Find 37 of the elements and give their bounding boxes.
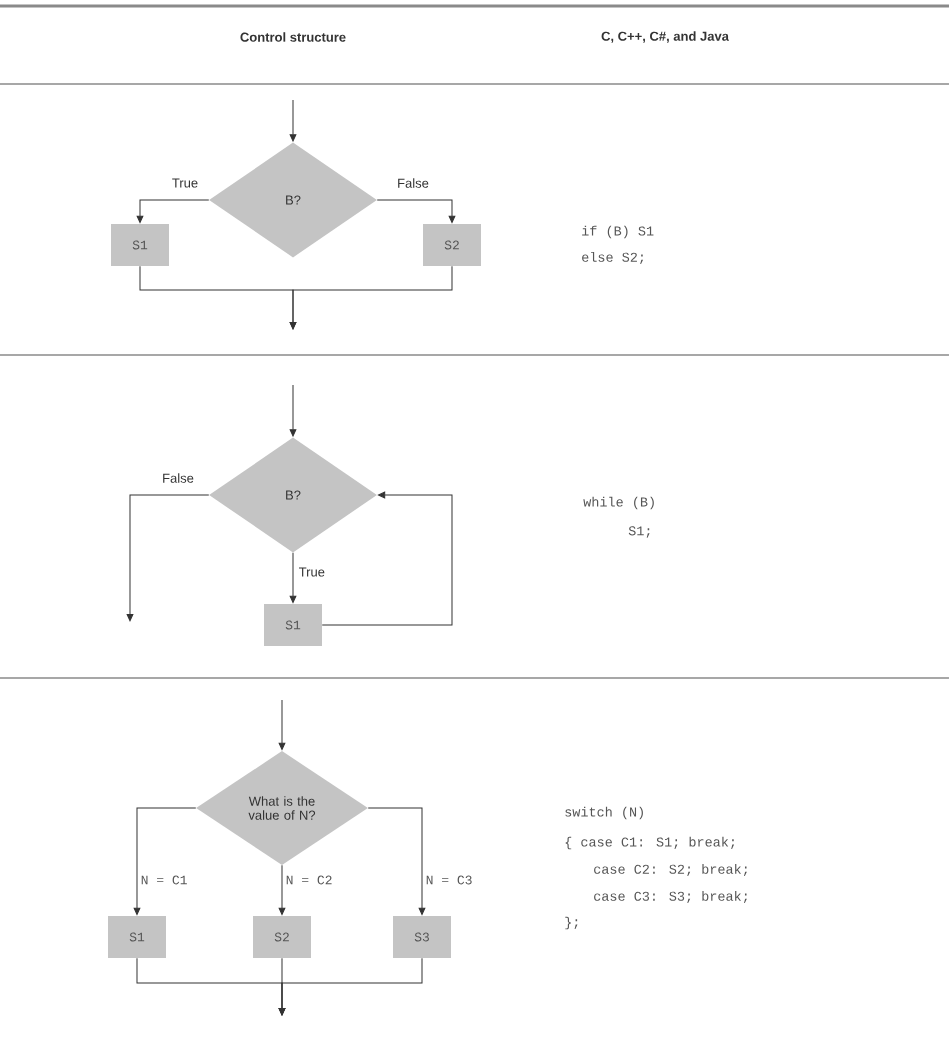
arrow bbox=[289, 552, 297, 604]
arrow bbox=[278, 699, 286, 751]
code-line: }; bbox=[565, 916, 578, 930]
arrow bbox=[136, 199, 210, 224]
process-box: S1 bbox=[264, 604, 322, 646]
edge-label: N = C3 bbox=[424, 874, 474, 886]
arrow bbox=[376, 199, 456, 224]
column-heading: Control structure bbox=[240, 32, 346, 42]
code-line: case C3: S3; break; bbox=[594, 890, 747, 904]
column-heading: C, C++, C#, and Java bbox=[601, 31, 729, 43]
code-line: else S2; bbox=[582, 251, 644, 265]
arrow bbox=[133, 807, 197, 916]
code-line: if (B) S1 bbox=[582, 225, 654, 239]
process-box: S1 bbox=[111, 224, 169, 266]
code-line: while (B) bbox=[583, 496, 654, 510]
process-box: S1 bbox=[108, 916, 166, 958]
process-box: S2 bbox=[423, 224, 481, 266]
code-line: S1; bbox=[628, 526, 650, 538]
process-box: S2 bbox=[253, 916, 311, 958]
arrow bbox=[278, 957, 423, 1016]
edge-label: False bbox=[395, 176, 431, 190]
code-line: case C2: S2; break; bbox=[594, 863, 747, 877]
code-line: { case C1: S1; break; bbox=[565, 836, 735, 850]
arrow bbox=[321, 491, 453, 626]
edge-label: True bbox=[170, 176, 200, 190]
edge-label: N = C1 bbox=[139, 874, 189, 886]
arrow bbox=[289, 265, 453, 330]
code-line: switch (N) bbox=[565, 806, 643, 820]
arrow bbox=[126, 494, 210, 622]
arrow bbox=[367, 807, 426, 916]
edge-label: N = C2 bbox=[284, 874, 334, 886]
process-box: S3 bbox=[393, 916, 451, 958]
arrow bbox=[289, 384, 297, 437]
edge-label: False bbox=[160, 471, 196, 485]
edge-label: True bbox=[297, 565, 327, 579]
arrow bbox=[278, 864, 286, 916]
arrow bbox=[289, 99, 297, 142]
